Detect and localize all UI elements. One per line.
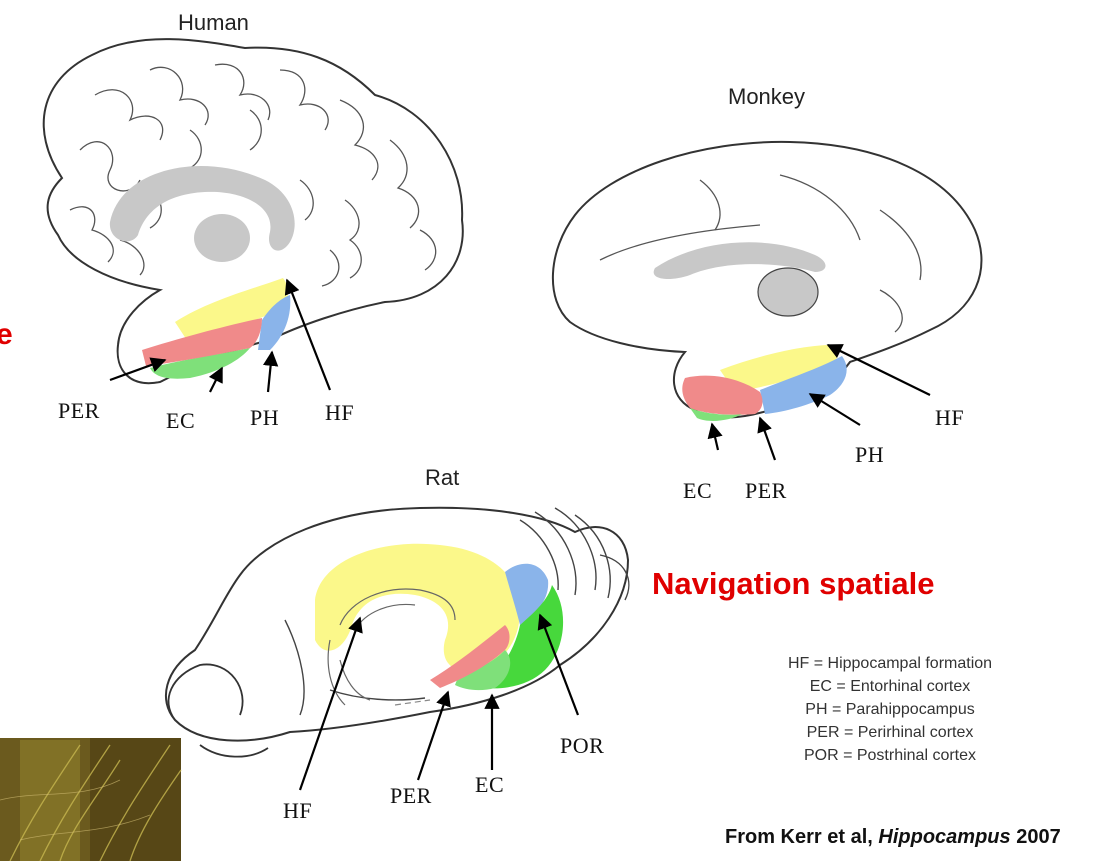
monkey-label-ph: PH (855, 442, 884, 468)
rat-label-hf: HF (283, 798, 312, 824)
human-label-ec: EC (166, 408, 195, 434)
legend: HF = Hippocampal formation EC = Entorhin… (690, 652, 1090, 767)
heading-navigation-spatiale: Navigation spatiale (652, 566, 935, 602)
human-brain (44, 39, 463, 392)
species-title-monkey: Monkey (728, 84, 805, 110)
monkey-label-ec: EC (683, 478, 712, 504)
human-label-ph: PH (250, 405, 279, 431)
monkey-brain (553, 142, 982, 460)
human-thalamus (194, 214, 250, 262)
legend-item-hf: HF = Hippocampal formation (690, 652, 1090, 675)
monkey-thalamus (758, 268, 818, 316)
monkey-label-hf: HF (935, 405, 964, 431)
credit-year: 2007 (1011, 826, 1061, 848)
species-title-human: Human (178, 10, 249, 36)
legend-item-ph: PH = Parahippocampus (690, 698, 1090, 721)
rat-label-por: POR (560, 733, 604, 759)
rat-label-ec: EC (475, 772, 504, 798)
rat-label-per: PER (390, 783, 432, 809)
cut-letter: e (0, 318, 13, 352)
legend-item-ec: EC = Entorhinal cortex (690, 675, 1090, 698)
species-title-rat: Rat (425, 465, 459, 491)
human-label-per: PER (58, 398, 100, 424)
credit-prefix: From Kerr et al, (725, 826, 878, 848)
source-credit: From Kerr et al, Hippocampus 2007 (725, 826, 1061, 849)
neuron-photo (0, 738, 181, 861)
legend-item-per: PER = Perirhinal cortex (690, 721, 1090, 744)
legend-item-por: POR = Postrhinal cortex (690, 744, 1090, 767)
monkey-label-per: PER (745, 478, 787, 504)
human-label-hf: HF (325, 400, 354, 426)
credit-journal: Hippocampus (878, 826, 1010, 848)
